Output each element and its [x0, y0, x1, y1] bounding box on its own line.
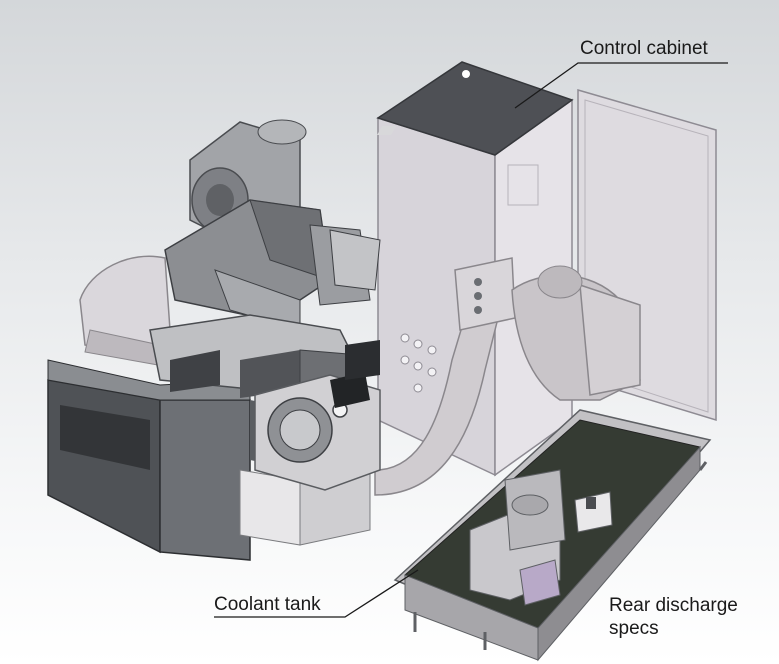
control-cabinet-label: Control cabinet [580, 38, 708, 59]
machine-base [47, 359, 371, 561]
leader-lines [214, 62, 728, 618]
tailstock [79, 255, 171, 366]
coolant-tank [393, 409, 712, 662]
chip-conveyor [374, 257, 641, 496]
rear-discharge-label: Rear discharge specs [609, 595, 738, 639]
turret-head [164, 119, 381, 331]
hydraulic-unit [254, 340, 381, 491]
coolant-tank-label: Coolant tank [214, 594, 321, 615]
control-cabinet [376, 61, 717, 477]
